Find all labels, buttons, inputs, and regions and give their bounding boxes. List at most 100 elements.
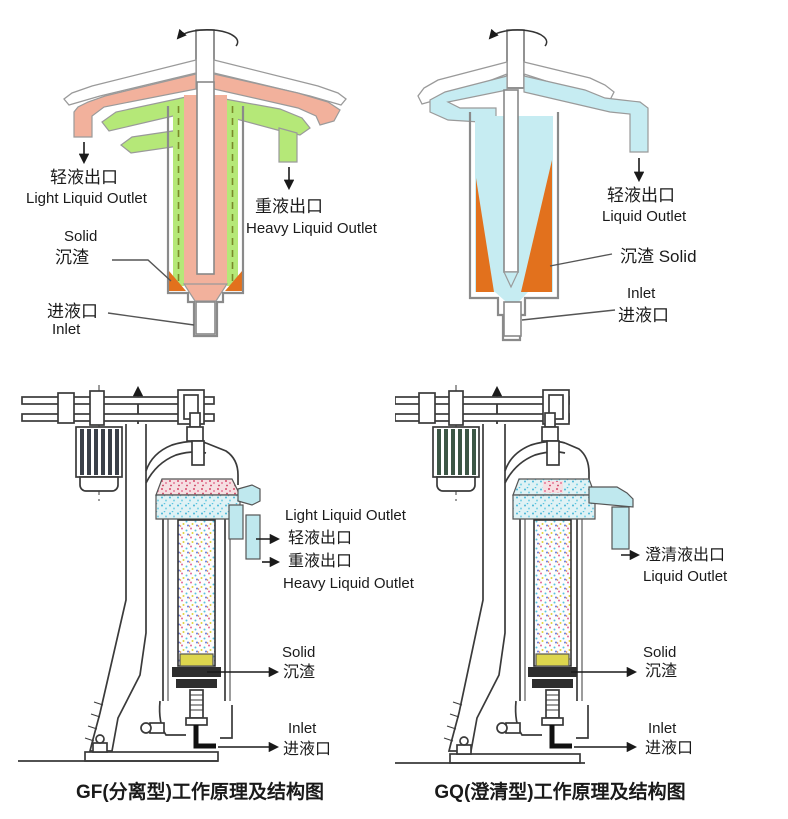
beam-rail-top <box>21 396 215 405</box>
motor-cap <box>79 476 119 492</box>
gfs-heavy-outlet-label-zh: 重液出口 <box>288 553 353 570</box>
bowl <box>177 519 216 667</box>
beam-rail-bottom <box>21 413 215 422</box>
gq-outlet-label-zh: 轻液出口 <box>607 186 675 205</box>
spindle-shaft <box>546 440 560 466</box>
rotation-arrow-icon <box>176 28 239 47</box>
gf-solid-label-zh: 沉渣 <box>55 248 89 267</box>
gq-outlet-label-en: Liquid Outlet <box>602 208 687 225</box>
lower-shaft-coils <box>546 694 559 711</box>
light-liquid-path-right <box>213 73 341 126</box>
light-outlet-spout <box>228 504 244 540</box>
gq-solid-label: 沉渣 Solid <box>620 247 697 266</box>
base-plate <box>84 751 219 762</box>
spindle-top <box>544 412 556 428</box>
spindle-bearing <box>541 426 559 442</box>
gqs-inlet-label-zh: 进液口 <box>645 740 694 757</box>
bowl-flange-1 <box>172 667 221 677</box>
bowl-flange-2 <box>532 679 573 688</box>
head-center <box>543 481 563 493</box>
gfs-light-outlet-label-en: Light Liquid Outlet <box>285 507 406 524</box>
base-plate <box>449 753 581 764</box>
feed-tube <box>196 81 215 275</box>
tap-knob <box>140 722 152 734</box>
drain-tap <box>149 722 165 734</box>
solid-leader-line <box>112 259 172 282</box>
foot-hatching <box>84 701 104 742</box>
spindle <box>506 29 525 89</box>
foot-bolt-head <box>459 736 469 746</box>
bowl-liquid-tip <box>495 292 528 308</box>
motor-stripes <box>437 429 476 475</box>
gqs-solid-label-zh: 沉渣 <box>645 663 678 680</box>
gf-heavy-outlet-label-zh: 重液出口 <box>255 197 323 216</box>
foot-hatching <box>443 701 463 742</box>
gq-schematic-panel <box>417 28 649 342</box>
gf-light-outlet-label-zh: 轻液出口 <box>50 168 118 187</box>
solid-deposit-right <box>521 160 552 292</box>
solid-deposit-left <box>169 271 186 291</box>
outlet-pipe <box>237 484 261 506</box>
spindle-top <box>189 412 201 428</box>
side-bracket-pipe <box>220 705 233 739</box>
foot-bolt <box>456 744 472 755</box>
tap-knob <box>496 722 508 734</box>
beam-block <box>418 392 436 424</box>
gf-structure-panel <box>18 385 281 762</box>
drain-tap <box>505 722 521 734</box>
roof-right <box>213 59 347 106</box>
side-bracket-pipe <box>576 705 589 739</box>
gf-structure-drawing <box>18 385 281 762</box>
roof-left <box>63 59 197 106</box>
lower-shaft-plate <box>185 717 208 726</box>
gfs-inlet-label-en: Inlet <box>288 720 317 737</box>
bowl-casing <box>468 112 560 342</box>
gf-schematic-panel <box>63 28 347 338</box>
gq-structure-caption: GQ(澄清型)工作原理及结构图 <box>434 782 686 803</box>
roof-right <box>523 61 615 101</box>
lower-shaft <box>189 689 204 719</box>
gfs-solid-label-zh: 沉渣 <box>283 664 316 681</box>
bowl-funnel <box>182 283 229 302</box>
feed-tube-tip <box>503 271 519 289</box>
beam-block <box>448 390 464 426</box>
liquid-outlet-spout <box>611 506 630 550</box>
gq-inlet-label-en: Inlet <box>627 285 656 302</box>
bowl-flange-1 <box>528 667 577 677</box>
gf-light-outlet-label-en: Light Liquid Outlet <box>26 190 147 207</box>
liquid-path-right-spout <box>523 75 649 153</box>
heavy-outlet-spout <box>245 514 261 560</box>
inlet-leader-line <box>521 309 616 321</box>
gqs-outlet-label-zh: 澄清液出口 <box>645 547 726 564</box>
gq-schematic-drawing <box>417 28 649 342</box>
gf-schematic-drawing <box>63 28 347 338</box>
inlet-leader-line <box>107 312 195 326</box>
inlet-pipe <box>193 725 216 749</box>
casing-dome-right <box>205 442 239 485</box>
solid-leader-line <box>549 253 613 267</box>
gf-heavy-outlet-label-en: Heavy Liquid Outlet <box>246 220 377 237</box>
gfs-light-outlet-label-zh: 轻液出口 <box>288 530 353 547</box>
motor-stripes <box>80 429 119 475</box>
solid-deposit-right <box>225 271 242 291</box>
rotation-arrow-icon <box>488 28 548 47</box>
gq-inlet-label-zh: 进液口 <box>618 306 669 325</box>
beam-block <box>57 392 75 424</box>
lower-shaft-plate <box>541 717 564 726</box>
inlet-tube <box>503 301 522 337</box>
beam-block <box>89 390 105 426</box>
roof-left <box>417 61 508 105</box>
bowl-sediment-band <box>535 653 570 667</box>
gfs-heavy-outlet-label-en: Heavy Liquid Outlet <box>283 575 414 592</box>
inlet-tube <box>195 301 216 335</box>
gf-inlet-label-en: Inlet <box>52 321 81 338</box>
foot-bolt-head <box>95 734 105 744</box>
head-upper <box>155 478 241 496</box>
gfs-solid-label-en: Solid <box>282 644 316 661</box>
bowl <box>533 519 572 667</box>
outlet-pipe <box>588 486 634 508</box>
gq-structure-drawing <box>395 385 641 764</box>
inlet-pipe <box>549 725 572 749</box>
gf-solid-label-en: Solid <box>64 228 98 245</box>
